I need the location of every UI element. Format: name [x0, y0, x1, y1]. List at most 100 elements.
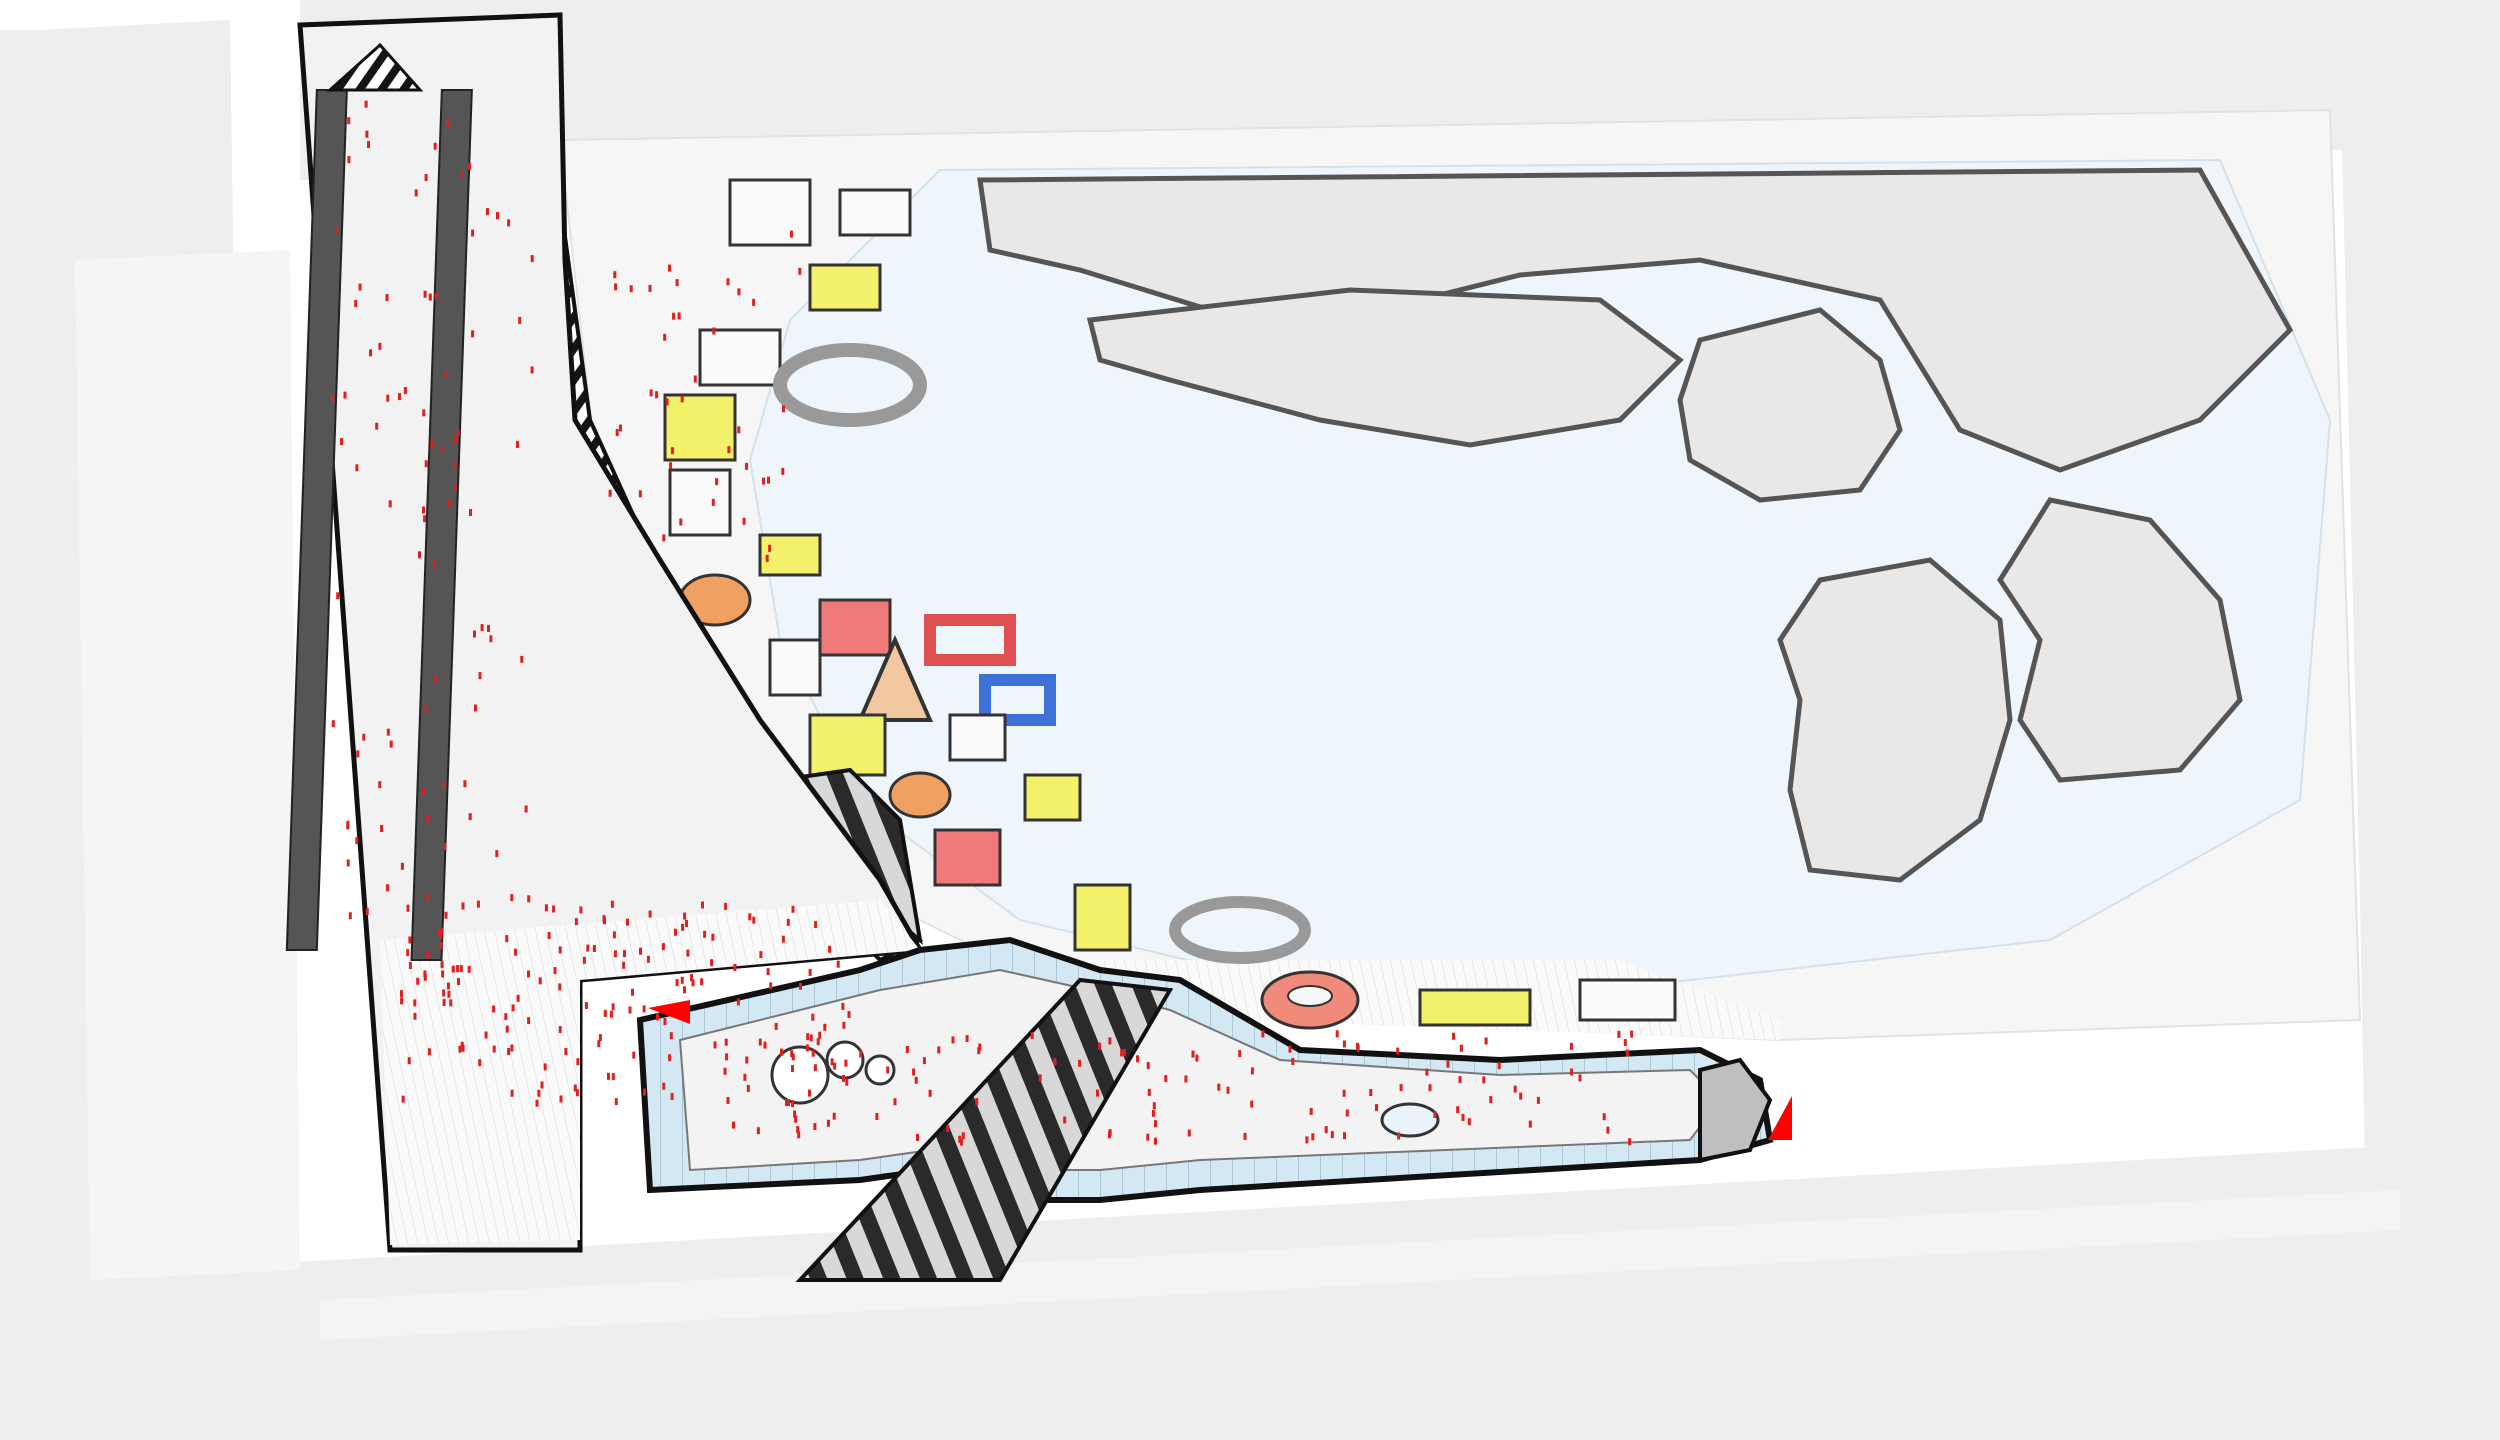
- person-dot: [669, 1032, 673, 1040]
- atrium-opening: [1380, 1102, 1440, 1138]
- person-dot: [683, 986, 686, 994]
- person-dot: [780, 1048, 783, 1056]
- person-dot: [711, 498, 715, 506]
- person-dot: [701, 901, 704, 909]
- round-pavilion-orange: [888, 771, 952, 819]
- person-dot: [1309, 1107, 1313, 1115]
- person-dot: [1578, 1074, 1582, 1082]
- island-east: [1997, 497, 2243, 783]
- person-dot: [794, 1115, 798, 1123]
- person-dot: [518, 316, 522, 324]
- person-dot: [461, 170, 464, 178]
- person-dot: [893, 1098, 897, 1106]
- person-dot: [495, 850, 499, 858]
- person-dot: [791, 1100, 794, 1108]
- person-dot: [1038, 1074, 1042, 1082]
- person-dot: [603, 917, 606, 925]
- person-dot: [346, 859, 350, 867]
- person-dot: [449, 999, 453, 1007]
- person-dot: [592, 945, 596, 952]
- entrance-nose: [1698, 1057, 1773, 1163]
- person-dot: [428, 293, 432, 301]
- person-dot: [473, 630, 476, 638]
- person-dot: [951, 1036, 955, 1044]
- person-dot: [456, 965, 460, 973]
- person-dot: [516, 994, 520, 1002]
- person-dot: [670, 447, 674, 455]
- person-dot: [683, 912, 687, 920]
- person-dot: [1446, 1060, 1450, 1068]
- entrance-marker-east[interactable]: [1768, 1096, 1792, 1140]
- triangular-frame: [856, 635, 934, 722]
- person-dot: [492, 1005, 496, 1013]
- person-dot: [331, 395, 335, 402]
- person-dot: [1063, 1116, 1067, 1124]
- person-dot: [611, 1073, 615, 1081]
- person-dot: [335, 226, 339, 234]
- person-dot: [510, 894, 514, 902]
- person-dot: [628, 1006, 632, 1014]
- person-dot: [1030, 1032, 1034, 1039]
- entrance-marker-west[interactable]: [648, 1000, 690, 1024]
- pavilion-yellow: [1023, 773, 1082, 822]
- person-dot: [492, 1045, 496, 1053]
- person-dot: [768, 544, 772, 552]
- person-dot: [642, 1005, 646, 1013]
- person-dot: [527, 895, 531, 903]
- person-dot: [1342, 1089, 1346, 1097]
- person-dot: [622, 961, 626, 969]
- person-dot: [787, 1099, 791, 1106]
- person-dot: [677, 312, 681, 320]
- person-dot: [1458, 1076, 1462, 1084]
- person-dot: [582, 956, 586, 964]
- person-dot: [1569, 1042, 1573, 1050]
- person-dot: [1428, 1084, 1432, 1092]
- person-dot: [765, 554, 769, 562]
- person-dot: [440, 961, 444, 969]
- person-dot: [711, 933, 715, 941]
- person-dot: [416, 977, 420, 985]
- person-dot: [609, 1010, 613, 1018]
- person-dot: [670, 1092, 674, 1100]
- person-dot: [759, 951, 763, 959]
- atrium-circle: [770, 1045, 830, 1105]
- person-dot: [440, 928, 444, 936]
- person-dot: [607, 1072, 610, 1080]
- person-dot: [386, 728, 390, 736]
- person-dot: [809, 1034, 813, 1042]
- person-dot: [669, 462, 673, 470]
- person-dot: [1217, 1083, 1221, 1091]
- person-dot: [1324, 1126, 1328, 1134]
- person-dot: [365, 908, 369, 916]
- person-dot: [346, 822, 350, 830]
- person-dot: [558, 1026, 562, 1034]
- person-dot: [355, 464, 359, 472]
- person-dot: [471, 229, 475, 237]
- person-dot: [690, 974, 693, 982]
- pavilion-red-frame: [924, 614, 1016, 666]
- person-dot: [1497, 1062, 1501, 1070]
- person-dot: [478, 1059, 482, 1067]
- person-dot: [830, 1058, 834, 1066]
- person-dot: [354, 300, 358, 308]
- person-dot: [1053, 1058, 1057, 1066]
- person-dot: [484, 1031, 488, 1039]
- person-dot: [471, 330, 475, 338]
- person-dot: [433, 559, 436, 567]
- person-dot: [928, 1089, 932, 1097]
- person-dot: [1120, 1049, 1124, 1057]
- pavilion-yellow: [808, 713, 887, 777]
- person-dot: [514, 948, 517, 956]
- person-dot: [742, 517, 746, 525]
- person-dot: [745, 1056, 749, 1064]
- person-dot: [540, 1081, 544, 1089]
- person-dot: [703, 930, 707, 938]
- person-dot: [422, 787, 426, 795]
- person-dot: [1625, 1049, 1629, 1057]
- person-dot: [842, 1021, 846, 1029]
- person-dot: [752, 916, 756, 924]
- person-dot: [439, 942, 443, 950]
- person-dot: [675, 279, 679, 287]
- person-dot: [1484, 1037, 1488, 1045]
- person-dot: [586, 944, 590, 952]
